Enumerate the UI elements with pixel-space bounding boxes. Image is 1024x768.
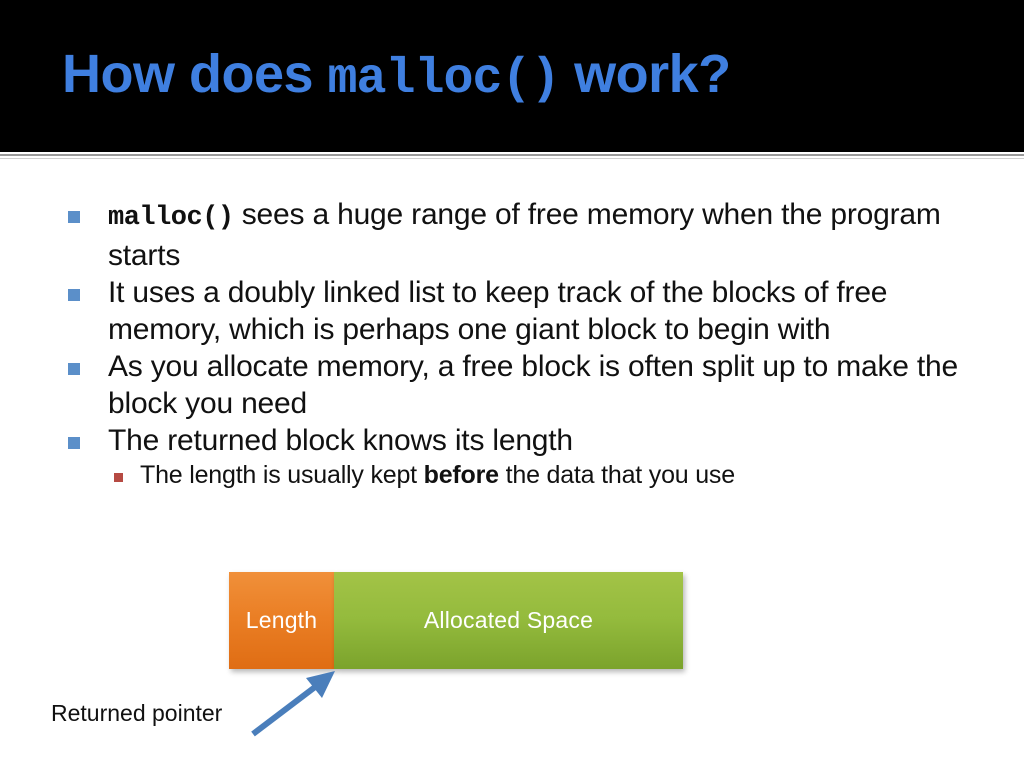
list-item-code: malloc() bbox=[108, 203, 234, 233]
allocated-space-block-label: Allocated Space bbox=[423, 607, 594, 633]
returned-pointer-label: Returned pointer bbox=[51, 700, 223, 726]
bullet-square-icon bbox=[68, 211, 80, 223]
list-item: malloc() sees a huge range of free memor… bbox=[0, 196, 1024, 274]
list-item-text: malloc() sees a huge range of free memor… bbox=[108, 196, 964, 274]
allocated-space-block: Allocated Space bbox=[334, 572, 683, 669]
bullet-square-icon bbox=[68, 289, 80, 301]
list-item: It uses a doubly linked list to keep tra… bbox=[0, 274, 1024, 348]
memory-block-diagram: Length Allocated Space bbox=[229, 572, 683, 669]
sub-list-item-after: the data that you use bbox=[498, 461, 736, 489]
bullet-list: malloc() sees a huge range of free memor… bbox=[0, 196, 1024, 492]
list-item: The returned block knows its length bbox=[0, 422, 1024, 459]
sub-list-item-text: The length is usually kept before the da… bbox=[140, 459, 964, 492]
sub-bullet-square-icon bbox=[114, 473, 123, 482]
header-divider bbox=[0, 152, 1024, 160]
page-title-suffix: work? bbox=[559, 44, 731, 104]
bullet-square-icon bbox=[68, 437, 80, 449]
divider-rule-bottom bbox=[0, 158, 1024, 159]
title-band: How does malloc() work? bbox=[0, 0, 1024, 152]
bullet-square-icon bbox=[68, 363, 80, 375]
sub-list-item-emphasis: before bbox=[423, 461, 499, 489]
page-title-mono: malloc() bbox=[327, 51, 561, 108]
list-item: As you allocate memory, a free block is … bbox=[0, 348, 1024, 422]
list-item-text: It uses a doubly linked list to keep tra… bbox=[108, 276, 888, 346]
returned-pointer-arrow-icon bbox=[251, 671, 335, 737]
sub-list-item: The length is usually kept before the da… bbox=[0, 459, 1024, 492]
page-title: How does malloc() work? bbox=[62, 47, 731, 105]
length-block: Length bbox=[229, 572, 334, 669]
list-item-text: The returned block knows its length bbox=[108, 424, 573, 457]
sub-list-item-before: The length is usually kept bbox=[140, 461, 424, 489]
divider-rule-top bbox=[0, 154, 1024, 156]
length-block-label: Length bbox=[245, 607, 318, 633]
page-title-prefix: How does bbox=[62, 44, 328, 104]
list-item-text: As you allocate memory, a free block is … bbox=[108, 350, 958, 420]
list-item-body: sees a huge range of free memory when th… bbox=[108, 198, 941, 272]
